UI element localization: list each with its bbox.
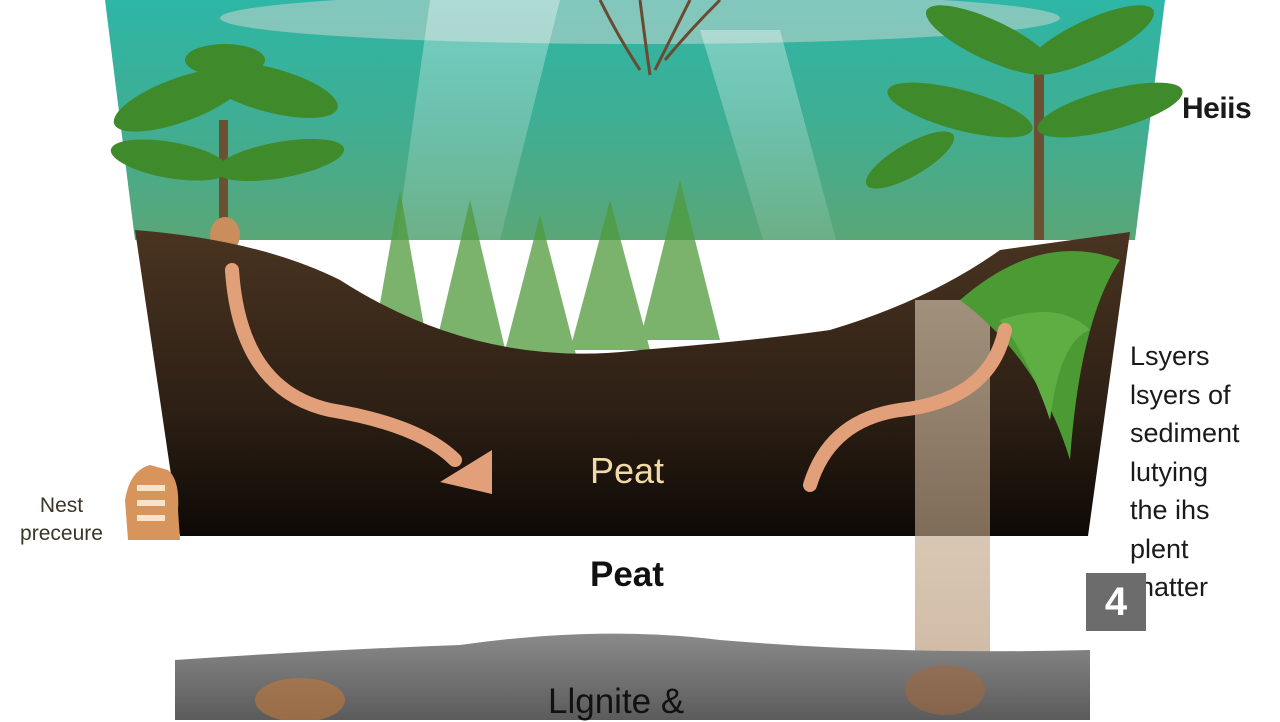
right-caption-line: rnatter	[1130, 572, 1209, 602]
peat-soil-layer	[135, 230, 1130, 536]
lignite-label: Llgnite &	[548, 682, 685, 721]
right-caption-line: lutying	[1130, 456, 1209, 487]
step-number-badge: 4	[1086, 573, 1146, 631]
arrow-head-left	[440, 450, 492, 494]
right-caption-line: lsyers of	[1130, 379, 1231, 410]
right-caption-line: plent	[1130, 533, 1189, 564]
heading-label: Heiis	[1182, 92, 1252, 125]
pressure-icon	[125, 465, 180, 540]
palm-icon	[865, 5, 1183, 240]
curved-arrow-icon	[225, 263, 1012, 492]
right-caption-line: Lsyers	[1130, 341, 1210, 371]
right-caption-line: the ihs	[1130, 495, 1210, 525]
peat-label-in-soil: Peat	[590, 450, 665, 491]
right-side-caption: Lsyers lsyers of sediment lutying the ih…	[1130, 337, 1280, 607]
hanging-roots	[598, 0, 722, 76]
left-caption-line: preceure	[20, 522, 103, 545]
tree-icon	[110, 44, 345, 253]
left-caption-line: Nest	[39, 494, 84, 517]
swamp-water	[105, 0, 1165, 360]
right-caption-line: sediment	[1130, 418, 1240, 448]
left-side-caption: Nest preceure	[4, 492, 119, 548]
lignite-rock-layer	[175, 633, 1090, 720]
peat-label: Peat	[590, 555, 664, 594]
fern-icon	[960, 251, 1120, 460]
